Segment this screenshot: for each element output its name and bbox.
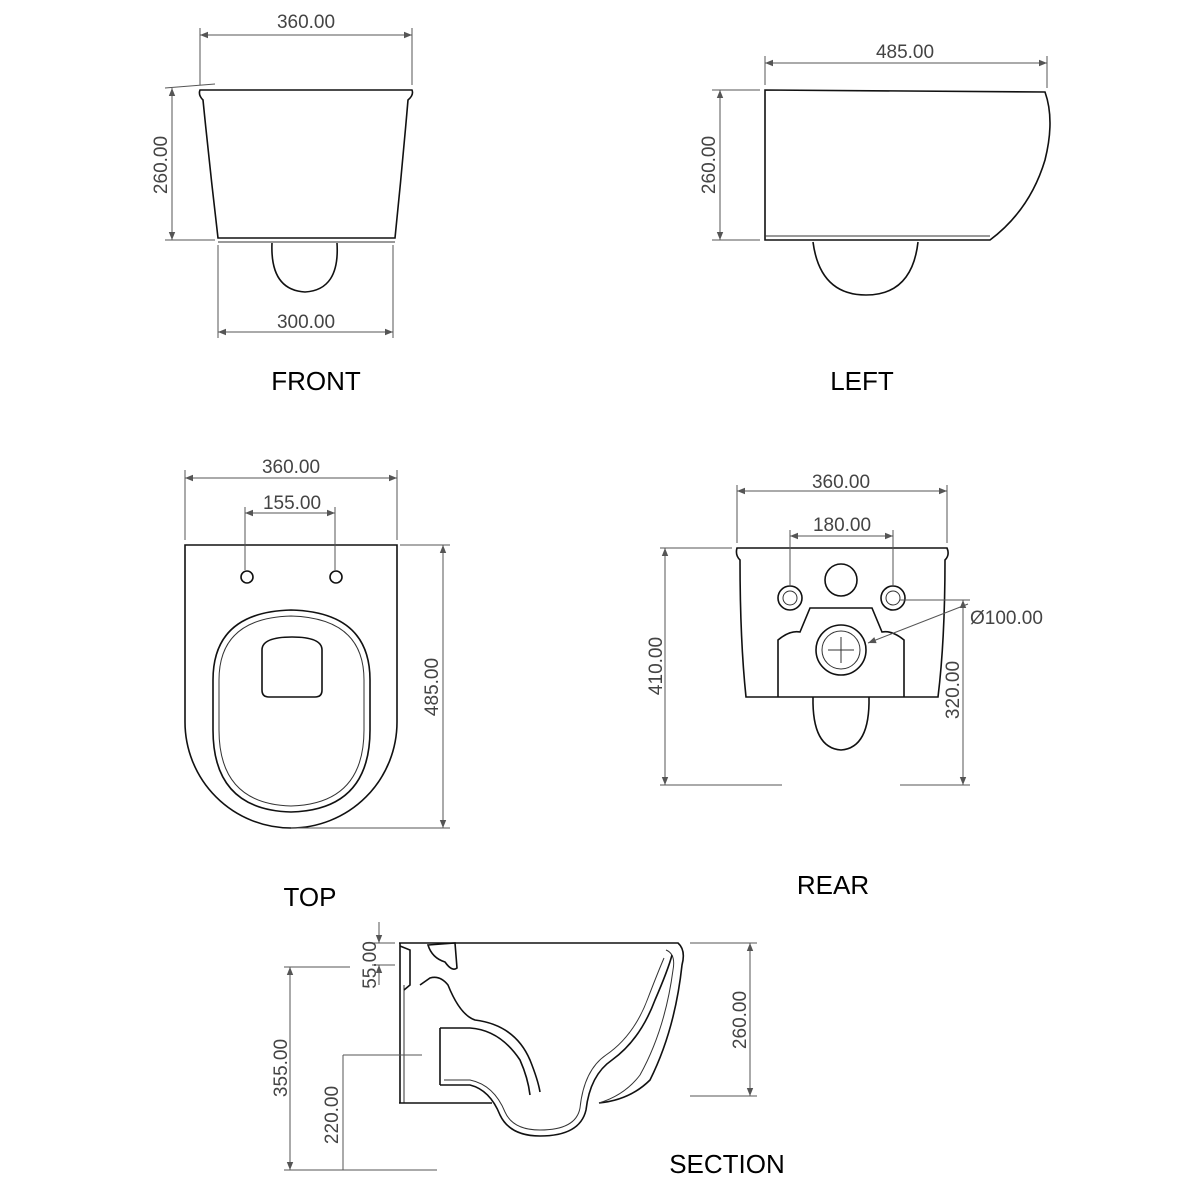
rear-width-label: 360.00: [812, 472, 870, 493]
rear-total-height-label: 410.00: [646, 637, 667, 695]
rear-fixing-hole-right: [880, 585, 906, 611]
left-view-title: LEFT: [830, 366, 894, 396]
section-bowl-bottom: [440, 954, 673, 1137]
front-view: 360.00 260.00 300.00 FRONT: [151, 12, 414, 396]
left-height-label: 260.00: [699, 136, 720, 194]
rear-view: 360.00 180.00 Ø100.00 410.00 320.00 REAR: [646, 472, 1043, 900]
section-view: 55.00 355.00 220.00 260.00 SECTION: [271, 922, 785, 1179]
top-view-title: TOP: [284, 882, 337, 912]
section-top-edge: [399, 942, 685, 1104]
left-depth-label: 485.00: [876, 42, 934, 63]
top-seat-rim: [212, 609, 371, 813]
section-trapway: [419, 976, 541, 1093]
top-depth-label: 485.00: [422, 658, 443, 716]
front-bottom-width-label: 300.00: [277, 312, 335, 333]
top-body-outline: [184, 544, 398, 829]
rear-fixing-spacing-label: 180.00: [813, 515, 871, 536]
front-height-label: 260.00: [151, 136, 172, 194]
top-view: 360.00 155.00 485.00 TOP: [184, 457, 450, 912]
top-bowl-opening: [261, 636, 323, 698]
front-view-title: FRONT: [271, 366, 361, 396]
rear-view-title: REAR: [797, 870, 869, 900]
left-body-outline: [764, 89, 1051, 241]
rear-fixing-hole-left: [777, 585, 803, 611]
top-hole-spacing-label: 155.00: [263, 493, 321, 514]
section-inlet-label: 55.00: [360, 941, 381, 989]
rear-outlet-channel: [777, 607, 905, 697]
section-inlet-height-label: 355.00: [271, 1039, 292, 1097]
front-body-outline: [198, 89, 414, 239]
rear-outlet-height-label: 320.00: [943, 661, 964, 719]
seat-hole-left: [240, 570, 254, 584]
rear-body-outline: [735, 547, 949, 698]
rear-outlet-diameter-label: Ø100.00: [970, 608, 1043, 629]
rear-outlet-pipe: [815, 624, 867, 676]
left-view: 485.00 260.00 LEFT: [699, 42, 1051, 396]
front-top-width-label: 360.00: [277, 12, 335, 33]
top-width-label: 360.00: [262, 457, 320, 478]
section-view-title: SECTION: [669, 1149, 785, 1179]
front-bowl: [271, 242, 338, 293]
section-height-label: 260.00: [730, 991, 751, 1049]
rear-inlet-hole: [824, 563, 858, 597]
left-bowl: [812, 241, 919, 296]
section-outlet-height-label: 220.00: [322, 1086, 343, 1144]
seat-hole-right: [329, 570, 343, 584]
